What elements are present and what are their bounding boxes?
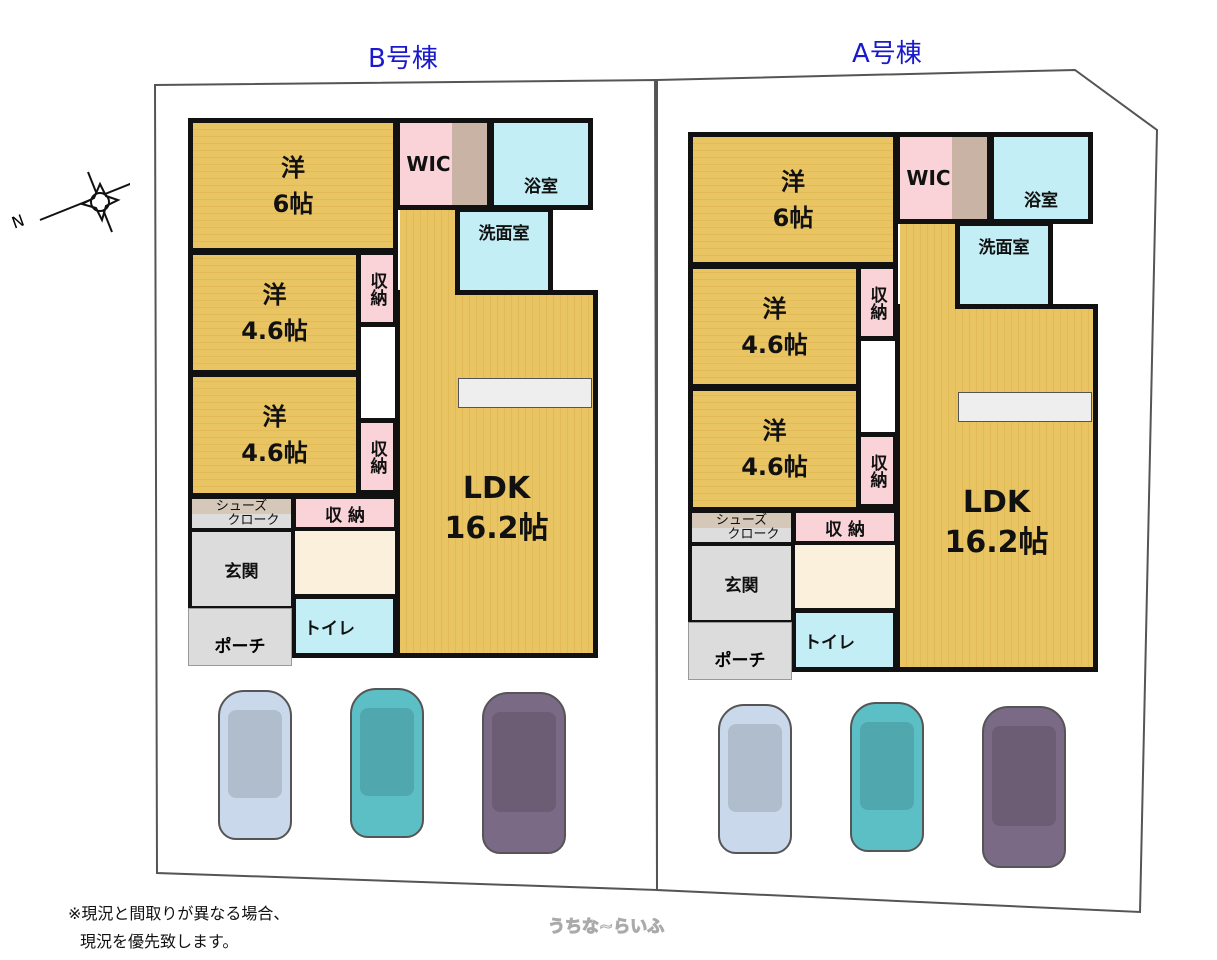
disclaimer-line-2: 現況を優先致します。 <box>80 932 239 951</box>
parking-car-2 <box>850 702 924 852</box>
bathroom: 浴室 <box>489 118 593 210</box>
disclaimer-line-1: ※現況と間取りが異なる場合、 <box>68 904 290 923</box>
watermark-logo: うちな~らいふ <box>547 917 665 938</box>
toilet: トイレ <box>291 594 398 658</box>
storage: 収 納 <box>792 509 898 545</box>
parking-car-2 <box>350 688 424 838</box>
parking-car-1 <box>218 690 292 840</box>
porch: ポーチ <box>688 622 792 680</box>
entrance: 玄関 <box>188 528 295 610</box>
ldk-upper <box>400 210 455 300</box>
hallway <box>295 531 395 596</box>
porch: ポーチ <box>188 608 292 666</box>
closet-a: 収納 <box>356 250 398 327</box>
compass-icon: N <box>9 170 136 240</box>
bathroom: 浴室 <box>989 132 1093 224</box>
toilet: トイレ <box>791 608 898 672</box>
closet-b: 収納 <box>856 432 898 509</box>
washroom: 洗面室 <box>455 207 553 295</box>
entrance: 玄関 <box>688 542 795 624</box>
kitchen-counter <box>958 392 1092 422</box>
closet-a: 収納 <box>856 264 898 341</box>
parking-car-3 <box>482 692 566 854</box>
ldk-upper <box>900 224 955 314</box>
storage: 収 納 <box>292 495 398 531</box>
parking-car-1 <box>718 704 792 854</box>
building-a-title: A号棟 <box>852 39 922 69</box>
wic: WIC <box>395 118 492 210</box>
closet-b: 収納 <box>356 418 398 495</box>
washroom: 洗面室 <box>955 221 1053 309</box>
wic: WIC <box>895 132 992 224</box>
hallway <box>795 545 895 610</box>
parking-car-3 <box>982 706 1066 868</box>
building-b-title: B号棟 <box>368 44 438 74</box>
kitchen-counter <box>458 378 592 408</box>
